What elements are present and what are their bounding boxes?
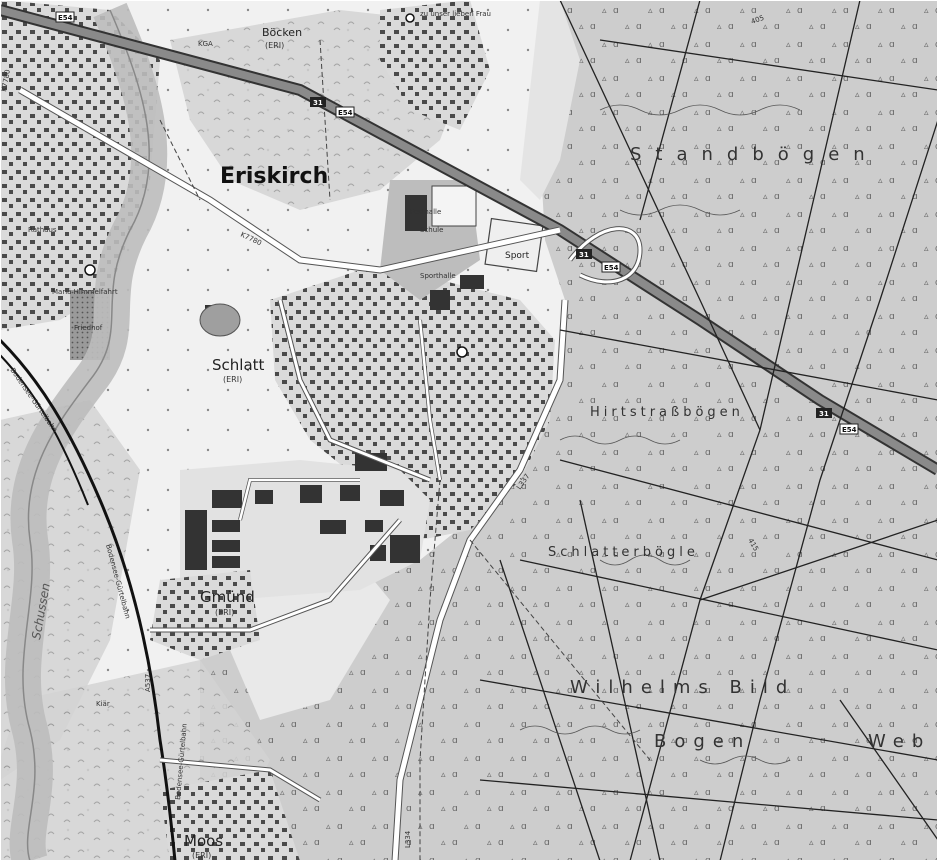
settlement-gmuend xyxy=(150,570,260,660)
forest-label-hirtstrassboegen: Hirtstraßbögen xyxy=(590,405,744,420)
poi-label-sporthalle: Sporthalle xyxy=(420,272,456,280)
school-field xyxy=(431,185,477,227)
shield-e54-top: E54 xyxy=(58,14,73,22)
forest-tracks xyxy=(479,0,938,861)
sport-field xyxy=(484,217,544,273)
place-label-boecken: Böcken xyxy=(262,26,302,39)
contour-lines xyxy=(519,104,801,765)
place-label-moos: Moos xyxy=(184,832,223,850)
road-label-k7780-a: K7780 xyxy=(0,69,12,92)
railway-bodensee-guertelbahn xyxy=(0,338,177,861)
poi-label-kga: KGA xyxy=(198,40,213,48)
roads xyxy=(18,86,569,861)
poi-label-unser-lieben-frau: zu unser lieben Frau xyxy=(420,10,491,18)
forest-label-wilhelmsbild: Wilhelms Bild xyxy=(570,677,795,698)
church-icon xyxy=(84,264,96,276)
settlement-industrial xyxy=(180,460,430,600)
place-sub-schlatt: (ERI) xyxy=(223,375,242,384)
poi-label-schule: Schule xyxy=(420,226,443,234)
settlement-moos xyxy=(160,770,300,861)
poi-label-rathaus: Rathaus xyxy=(28,226,57,234)
shield-31-b: 31 xyxy=(579,251,589,259)
forest-label-bogen: Bogen xyxy=(654,731,751,752)
forest-label-standboegen: Standbögen xyxy=(630,144,879,165)
place-label-eriskirch: Eriskirch xyxy=(220,164,328,189)
poi-label-kiar: Kiär xyxy=(96,700,110,708)
place-sub-boecken: (ERI) xyxy=(265,41,284,50)
footpaths xyxy=(159,39,651,861)
road-label-l334: L334 xyxy=(404,830,412,848)
forest-label-web: Web xyxy=(868,731,931,752)
forest-area-east xyxy=(330,0,938,861)
shield-31-c: 31 xyxy=(819,410,829,418)
road-label-a537: A537 xyxy=(144,674,152,692)
place-label-schlatt: Schlatt xyxy=(212,356,265,374)
settlement-eriskirch-central xyxy=(270,270,555,540)
poi-label-sport: Sport xyxy=(505,251,530,261)
church-icon-central xyxy=(456,346,468,358)
forest-label-schlatterboegle: Schlatterbögle xyxy=(548,545,699,560)
poi-label-kirche: Mariä Himmelfahrt xyxy=(52,288,118,296)
shield-e54-c: E54 xyxy=(842,426,857,434)
clearing-north xyxy=(520,0,580,200)
poi-label-friedhof: Friedhof xyxy=(74,324,103,332)
place-sub-gmuend: (ERI) xyxy=(215,608,234,617)
industrial-buildings xyxy=(185,195,484,570)
shield-e54-b: E54 xyxy=(604,264,619,272)
place-sub-moos: (ERI) xyxy=(192,851,211,860)
route-shields: 31 E54 31 E54 31 E54 E54 xyxy=(55,11,859,435)
chapel-icon xyxy=(405,13,415,23)
shield-31-a: 31 xyxy=(313,99,323,107)
poi-label-festhalle: Festhalle xyxy=(410,208,441,216)
shield-e54-a: E54 xyxy=(338,109,353,117)
settlement-boecken xyxy=(380,0,490,130)
pond xyxy=(199,303,241,337)
place-label-gmuend: Gmünd xyxy=(200,588,255,606)
